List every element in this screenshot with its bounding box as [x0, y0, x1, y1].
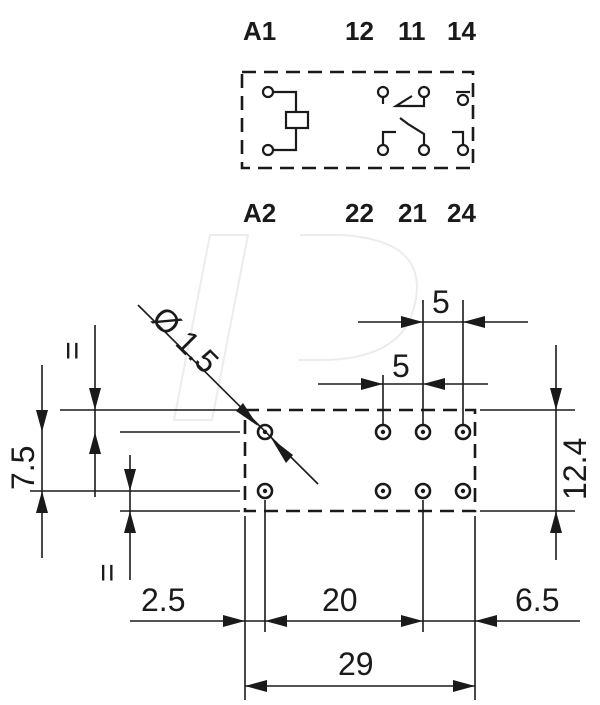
dim-equal-lower: = [89, 455, 136, 582]
dim-total-width: 29 [245, 646, 475, 692]
changeover-contact-icon [376, 117, 470, 157]
dim-row-spacing: 7.5 [5, 365, 48, 558]
dim-pitch-inner-label: 5 [392, 348, 410, 384]
equal-bottom-label: = [89, 563, 125, 582]
dim-height: 12.4 [550, 345, 593, 560]
changeover-contact-icon [376, 85, 470, 108]
pcb-footprint: Ø 1.5 5 5 12.4 7.5 [5, 284, 593, 700]
equal-top-label: = [54, 341, 90, 360]
dim-equal-upper: = [54, 325, 101, 497]
relay-coil-icon [261, 85, 310, 157]
pcb-holes [256, 423, 472, 500]
pin-label-21: 21 [398, 198, 427, 228]
dim-span-label: 20 [322, 582, 358, 618]
dim-pitch-top: 5 [358, 284, 528, 328]
schematic-top: A1 12 11 14 [240, 16, 476, 228]
pin-label-a2: A2 [243, 198, 276, 228]
dim-right-offset-label: 6.5 [515, 582, 559, 618]
schematic-outline [240, 70, 475, 170]
dim-pitch-inner: 5 [318, 348, 488, 390]
footprint-outline [243, 408, 477, 513]
pin-label-14: 14 [447, 16, 476, 46]
extension-lines [30, 300, 575, 700]
diameter-leader: Ø 1.5 [137, 299, 319, 485]
diameter-label: Ø 1.5 [145, 299, 226, 380]
dim-pitch-top-label: 5 [432, 284, 450, 320]
pin-label-a1: A1 [243, 16, 276, 46]
pin-label-22: 22 [345, 198, 374, 228]
dim-total-width-label: 29 [338, 646, 374, 682]
pin-label-24: 24 [447, 198, 476, 228]
dim-bottom-row: 2.5 20 6.5 [130, 582, 580, 627]
dim-height-label: 12.4 [557, 438, 593, 500]
watermark-logo [172, 234, 418, 421]
dim-left-offset-label: 2.5 [141, 582, 185, 618]
dim-row-spacing-label: 7.5 [5, 446, 41, 490]
pin-label-11: 11 [398, 16, 426, 46]
pin-label-12: 12 [345, 16, 374, 46]
